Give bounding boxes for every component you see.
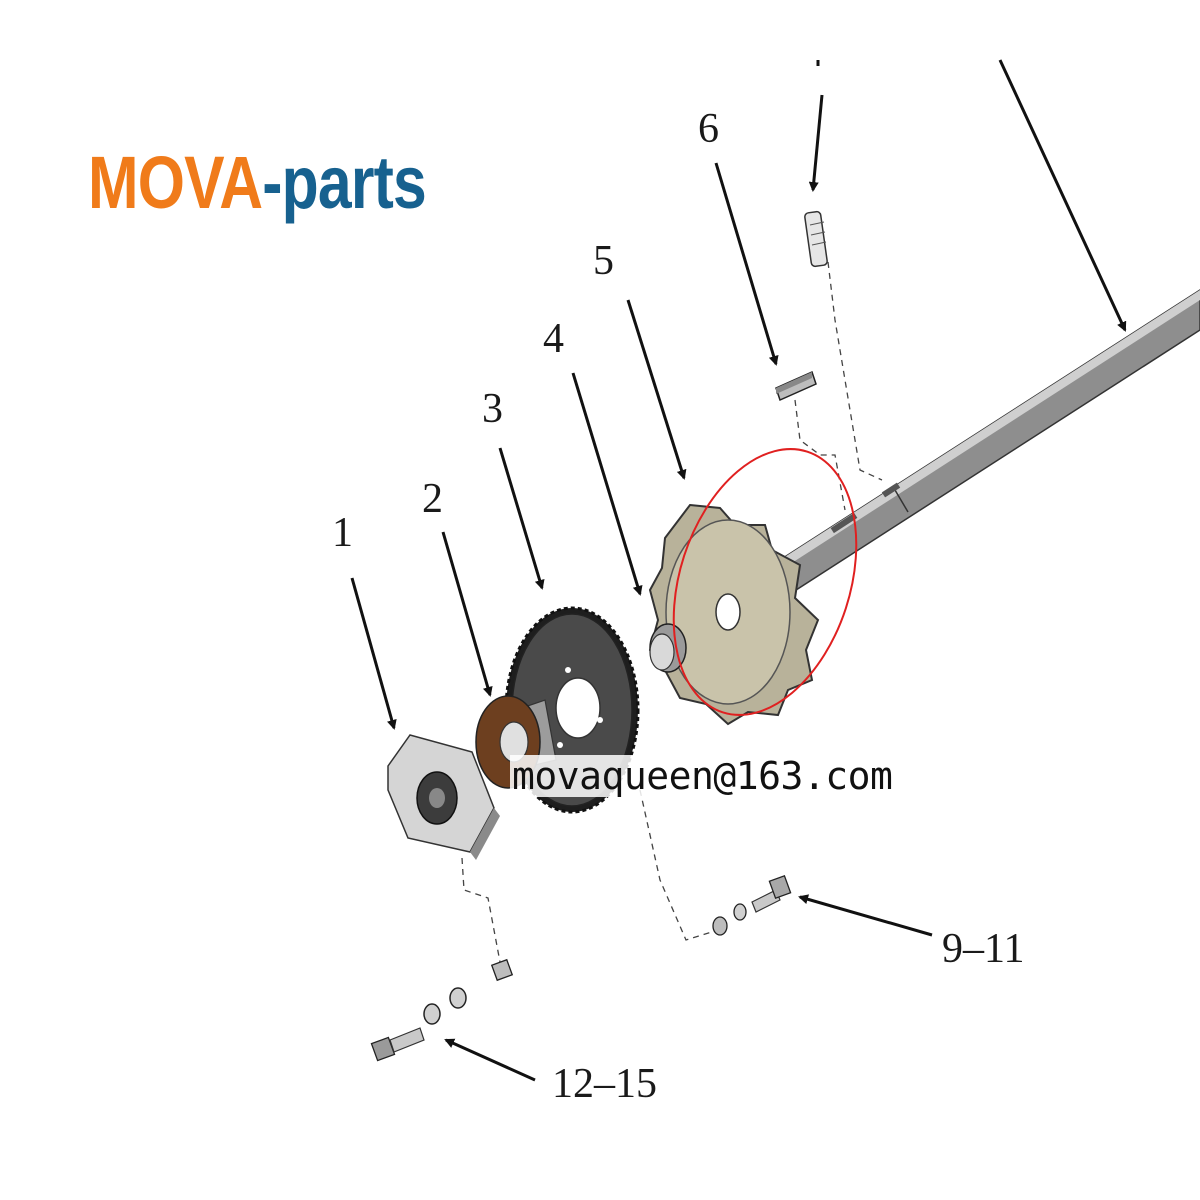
callout-2: 2 <box>422 476 443 522</box>
leader-arrows <box>350 59 1127 1082</box>
callout-5: 5 <box>593 238 614 284</box>
brand-logo: MOVA-parts <box>88 140 427 225</box>
bushing-part-4 <box>649 623 687 673</box>
roll-pin <box>804 210 828 268</box>
bolt-set-9-11 <box>712 874 792 936</box>
email-watermark: movaqueen@163.com <box>510 754 895 798</box>
star-sprocket-part-5 <box>648 503 820 726</box>
key-part-6 <box>775 370 817 402</box>
highlight-ring <box>672 448 858 716</box>
brand-part2: -parts <box>262 141 426 224</box>
bearing-block-part-1 <box>387 734 500 860</box>
callout-3: 3 <box>482 386 503 432</box>
callout-12-15: 12–15 <box>552 1061 657 1107</box>
callout-1: 1 <box>332 510 353 556</box>
main-shaft <box>779 289 1200 592</box>
callout-6: 6 <box>698 106 719 152</box>
callout-9-11: 9–11 <box>942 926 1025 972</box>
callout-4: 4 <box>543 316 564 362</box>
bolt-set-12-15 <box>370 958 514 1062</box>
brand-part1: MOVA <box>88 141 263 224</box>
